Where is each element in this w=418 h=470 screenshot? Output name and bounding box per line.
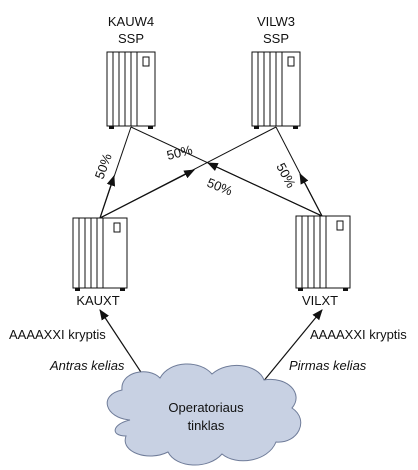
server-kauw4-name: KAUW4 [108,14,154,29]
server-kauxt-name: KAUXT [76,293,119,308]
pct-kauxt-kauw4: 50% [92,151,115,181]
left-direction-label: AAAAXXI kryptis [9,327,106,342]
right-direction-label: AAAAXXI kryptis [310,327,407,342]
server-vilw3-name: VILW3 [257,14,295,29]
cloud-label-line1: Operatoriaus [168,400,244,415]
server-vilxt: VILXT [295,215,351,308]
arrow-kauxt-vilw3 [99,169,195,219]
server-kauxt: KAUXT [72,217,128,308]
cloud-label-line2: tinklas [188,418,225,433]
server-vilw3-icon [251,51,301,129]
server-vilxt-name: VILXT [302,293,338,308]
server-vilw3: VILW3 SSP [251,14,301,129]
server-kauw4-icon [106,51,156,129]
left-path-label: Antras kelias [49,358,125,373]
server-kauw4: KAUW4 SSP [106,14,156,129]
server-kauw4-role: SSP [118,31,144,46]
links [99,126,323,219]
operator-network-cloud: Operatoriaus tinklas [106,363,302,466]
pct-vilxt-kauw4: 50% [205,175,235,199]
server-vilw3-role: SSP [263,31,289,46]
arrow-vilxt-kauw4 [207,162,323,217]
server-kauxt-icon [72,217,128,291]
server-vilxt-icon [295,215,351,291]
pct-kauxt-vilw3: 50% [165,142,194,163]
arrow-vilxt-vilw3 [299,173,323,217]
right-path-label: Pirmas kelias [289,358,367,373]
arrow-kauxt-kauw4 [99,174,116,219]
